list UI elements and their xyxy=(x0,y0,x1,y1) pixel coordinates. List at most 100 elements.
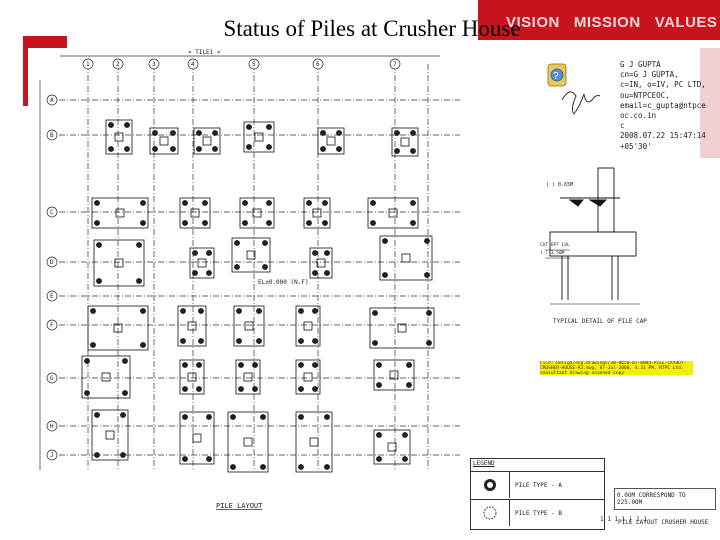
column-stub xyxy=(105,430,115,440)
grid-column-label: 7 xyxy=(393,61,397,68)
grid-column-label: 6 xyxy=(316,61,320,68)
column-stub xyxy=(243,372,253,382)
pile-marker xyxy=(238,362,244,368)
pile-marker xyxy=(298,464,304,470)
pile-cap xyxy=(179,411,215,465)
column-stub xyxy=(244,321,254,331)
svg-text:(-) 3.50M: (-) 3.50M xyxy=(540,250,565,256)
pile-marker xyxy=(424,238,430,244)
grid-row-label: E xyxy=(50,293,54,300)
pile-marker xyxy=(180,308,186,314)
pile-marker xyxy=(234,240,240,246)
pile-caps xyxy=(81,119,435,473)
signature-icon: ? xyxy=(547,63,567,87)
pile-marker xyxy=(336,130,342,136)
pile-marker xyxy=(198,338,204,344)
pile-marker xyxy=(298,308,304,314)
grid-row-label: A xyxy=(50,97,54,104)
column-stub xyxy=(303,372,313,382)
pile-cap xyxy=(87,305,149,351)
column-stub xyxy=(309,437,319,447)
pile-cap xyxy=(391,127,419,157)
pink-decoration-right xyxy=(700,48,720,158)
grid-bubble xyxy=(46,256,58,268)
pile-cap xyxy=(367,197,419,229)
header-banner xyxy=(478,0,720,40)
pile-marker xyxy=(136,278,142,284)
pile-marker xyxy=(140,308,146,314)
svg-text:?: ? xyxy=(553,71,559,82)
pile-marker xyxy=(298,414,304,420)
pile-marker xyxy=(312,338,318,344)
pile-cap xyxy=(91,197,149,229)
pile-cap xyxy=(317,127,345,155)
pile-marker xyxy=(298,362,304,368)
pile-cap xyxy=(231,237,271,273)
grid-bubble xyxy=(112,58,124,70)
pile-marker xyxy=(246,124,252,130)
grid-bubble xyxy=(46,94,58,106)
pile-cap xyxy=(379,235,433,281)
pile-cap xyxy=(179,197,211,229)
pile-marker xyxy=(306,220,312,226)
grid-bubble xyxy=(46,319,58,331)
pile-marker xyxy=(182,456,188,462)
legend-box: LEGEND PILE TYPE - A PILE TYPE - B xyxy=(470,458,605,530)
pile-marker xyxy=(322,220,328,226)
pile-marker xyxy=(246,144,252,150)
pile-marker xyxy=(120,412,126,418)
pile-marker xyxy=(120,452,126,458)
column-stub xyxy=(187,321,197,331)
legend-label: PILE TYPE - B xyxy=(515,510,562,517)
pile-marker xyxy=(198,308,204,314)
pile-marker xyxy=(426,310,432,316)
pile-marker xyxy=(324,414,330,420)
pile-marker xyxy=(90,308,96,314)
banner-text: VISION MISSION VALUES xyxy=(506,14,718,31)
signature-scribble xyxy=(561,91,601,115)
grid-bubble xyxy=(389,58,401,70)
signature-line: oc.co.in xyxy=(620,111,657,121)
pile-marker xyxy=(182,414,188,420)
pile-marker xyxy=(382,272,388,278)
pile-marker xyxy=(236,338,242,344)
pile-marker xyxy=(406,382,412,388)
column-stub xyxy=(192,433,202,443)
grid-bubble xyxy=(187,58,199,70)
pile-marker xyxy=(196,146,202,152)
pile-marker xyxy=(266,200,272,206)
column-stub xyxy=(115,208,125,218)
pile-marker xyxy=(152,146,158,152)
pile-marker xyxy=(122,358,128,364)
grid-row-label: B xyxy=(50,132,54,139)
signature-line: email=c_gupta@ntpce xyxy=(620,100,706,110)
pile-marker xyxy=(376,382,382,388)
grid-row-label: C xyxy=(50,209,54,216)
pile-marker xyxy=(94,452,100,458)
grid-bubble xyxy=(46,372,58,384)
pile-cap xyxy=(177,305,207,347)
column-stub xyxy=(252,208,262,218)
grid-bubble xyxy=(46,449,58,461)
pile-marker xyxy=(376,456,382,462)
legend-title: LEGEND xyxy=(473,460,495,467)
column-stub xyxy=(312,208,322,218)
layout-caption: PILE LAYOUT xyxy=(216,502,263,510)
pile-marker xyxy=(230,414,236,420)
pile-marker xyxy=(370,220,376,226)
column-stub xyxy=(387,442,397,452)
grid-row-label: J xyxy=(50,452,54,459)
pile-marker xyxy=(370,200,376,206)
pile-marker xyxy=(182,200,188,206)
pile-marker xyxy=(196,362,202,368)
pile-marker xyxy=(266,220,272,226)
pile-marker xyxy=(312,250,318,256)
column-stub xyxy=(202,136,212,146)
pile-marker xyxy=(94,200,100,206)
pile-cap xyxy=(93,239,145,287)
svg-text:( ) 0.65M: ( ) 0.65M xyxy=(546,182,573,188)
legend-row: PILE TYPE - B xyxy=(471,499,604,526)
signature-line: 2008.07.22 15:47:14 xyxy=(620,131,706,141)
pile-marker xyxy=(196,386,202,392)
column-stub xyxy=(101,372,111,382)
